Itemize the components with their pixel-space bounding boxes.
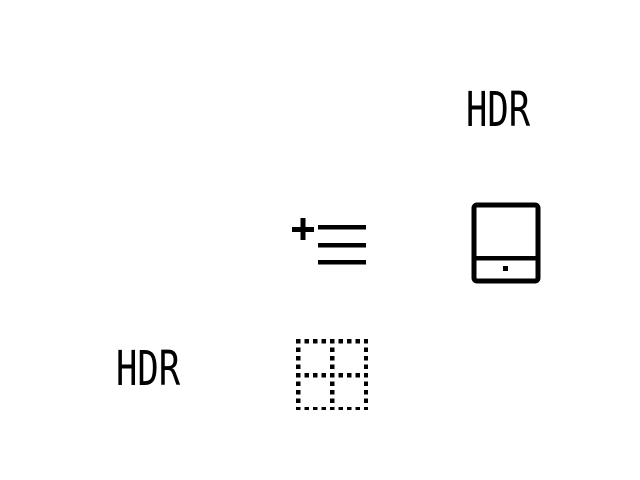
border-clear-icon	[296, 339, 368, 410]
hdr-icon: HDR	[116, 341, 181, 397]
playlist-add-icon	[292, 218, 366, 265]
hdr-icon: HDR	[466, 82, 531, 138]
tablet-icon	[471, 202, 541, 284]
